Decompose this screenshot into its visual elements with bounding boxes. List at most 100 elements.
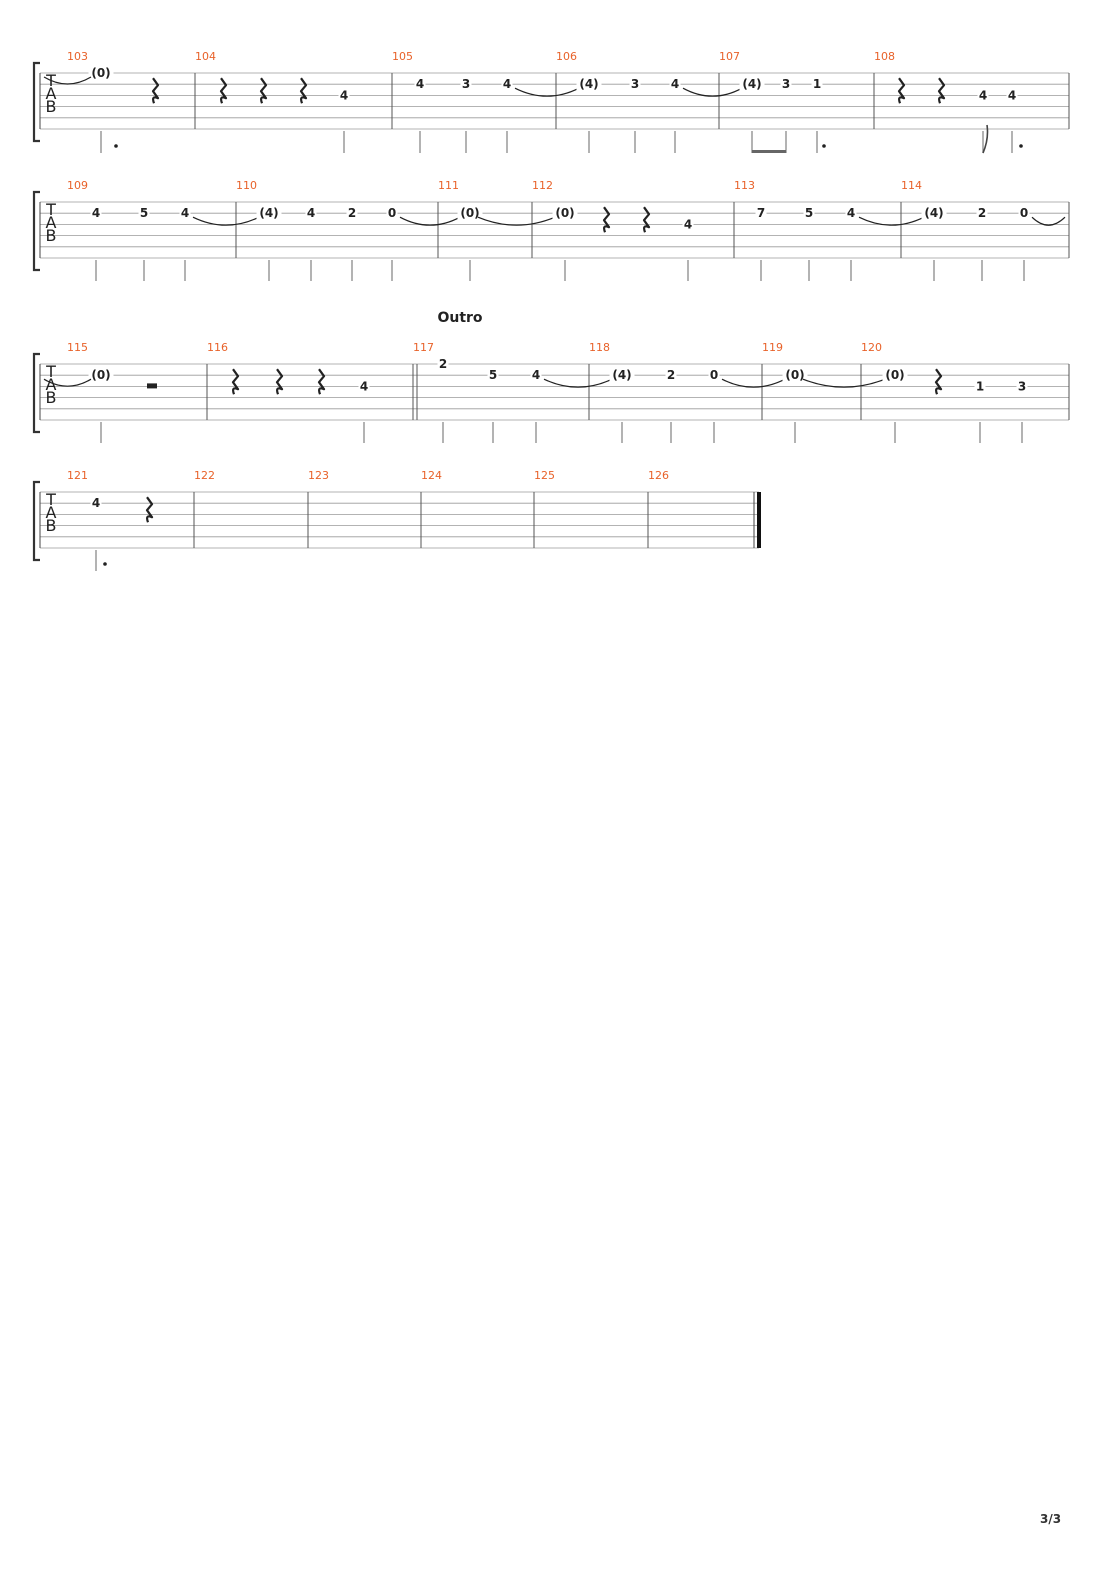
fret-number: 3 — [782, 77, 790, 91]
fret-background — [1018, 206, 1030, 220]
fret-background — [576, 77, 602, 91]
tab-clef-letter: B — [46, 388, 57, 407]
tab-clef-letter: A — [46, 213, 57, 232]
tie-arc — [802, 378, 886, 388]
fret-background — [977, 88, 989, 102]
rhythm-dot — [103, 562, 107, 566]
fret-number: 4 — [360, 379, 368, 393]
fret-number: (4) — [612, 368, 631, 382]
tie-arc — [43, 378, 92, 387]
measure-number: 110 — [236, 179, 257, 192]
measure-number: 116 — [207, 341, 228, 354]
tie-arc — [514, 87, 580, 97]
fret-background — [90, 496, 102, 510]
tie-arc — [192, 216, 260, 226]
fret-background — [629, 77, 641, 91]
fret-background — [358, 379, 370, 393]
fret-background — [1016, 379, 1028, 393]
fret-number: 3 — [631, 77, 639, 91]
fret-background — [974, 379, 986, 393]
measure-number: 117 — [413, 341, 434, 354]
fret-background — [803, 206, 815, 220]
fret-number: 4 — [92, 206, 100, 220]
tab-clef-letter: T — [45, 200, 56, 219]
measure-number: 123 — [308, 469, 329, 482]
fret-number: 4 — [340, 88, 348, 102]
fret-number: 2 — [667, 368, 675, 382]
quarter-rest — [897, 77, 906, 104]
measure-number: 124 — [421, 469, 442, 482]
tab-clef-letter: B — [46, 97, 57, 116]
fret-background — [1006, 88, 1018, 102]
fret-number: (4) — [579, 77, 598, 91]
fret-background — [437, 357, 449, 370]
fret-number: 3 — [1018, 379, 1026, 393]
measure-number: 118 — [589, 341, 610, 354]
fret-background — [386, 206, 398, 220]
fret-background — [552, 206, 578, 220]
tab-clef-letter: A — [46, 503, 57, 522]
fret-number: 4 — [307, 206, 315, 220]
fret-number: 0 — [1020, 206, 1028, 220]
fret-number: 3 — [462, 77, 470, 91]
fret-number: (0) — [785, 368, 804, 382]
fret-background — [882, 368, 908, 382]
measure-number: 125 — [534, 469, 555, 482]
fret-background — [976, 206, 988, 220]
fret-number: 4 — [979, 88, 987, 102]
measure-number: 122 — [194, 469, 215, 482]
fret-background — [682, 217, 694, 231]
fret-number: (0) — [885, 368, 904, 382]
quarter-rest — [602, 206, 611, 233]
fret-background — [90, 206, 102, 220]
fret-background — [782, 368, 808, 382]
fret-number: (0) — [91, 368, 110, 382]
quarter-rest — [642, 206, 651, 233]
fret-background — [921, 206, 947, 220]
system-bracket — [32, 190, 40, 272]
fret-background — [460, 77, 472, 91]
fret-background — [138, 206, 150, 220]
fret-number: 2 — [348, 206, 356, 220]
fret-number: 2 — [978, 206, 986, 220]
measure-number: 108 — [874, 50, 895, 63]
rhythm-dot — [822, 144, 826, 148]
tie-arc — [43, 76, 92, 85]
fret-number: (0) — [460, 206, 479, 220]
fret-background — [811, 77, 823, 91]
measure-number: 115 — [67, 341, 88, 354]
tie-arc — [399, 216, 461, 226]
quarter-rest — [937, 77, 946, 104]
quarter-rest — [299, 77, 308, 104]
section-label: Outro — [437, 310, 482, 326]
tie-arc — [682, 87, 743, 97]
measure-number: 103 — [67, 50, 88, 63]
fret-number: (4) — [742, 77, 761, 91]
measure-number: 104 — [195, 50, 216, 63]
system-bracket — [32, 352, 40, 434]
fret-background — [414, 77, 426, 91]
fret-number: 0 — [710, 368, 718, 382]
quarter-rest — [259, 77, 268, 104]
measure-number: 126 — [648, 469, 669, 482]
tie-arc — [1031, 216, 1066, 226]
quarter-rest — [275, 368, 284, 395]
measure-number: 112 — [532, 179, 553, 192]
measure-number: 114 — [901, 179, 922, 192]
measure-number: 121 — [67, 469, 88, 482]
system-bracket — [32, 480, 40, 562]
fret-background — [88, 368, 114, 382]
fret-number: 4 — [1008, 88, 1016, 102]
fret-number: 4 — [503, 77, 511, 91]
fret-number: 5 — [805, 206, 813, 220]
fret-background — [346, 206, 358, 220]
half-rest — [147, 383, 157, 389]
fret-background — [501, 77, 513, 91]
quarter-rest — [231, 368, 240, 395]
quarter-rest — [145, 496, 154, 523]
fret-background — [669, 77, 681, 91]
fret-background — [708, 368, 720, 382]
rhythm-dot — [1019, 144, 1023, 148]
fret-number: (4) — [924, 206, 943, 220]
